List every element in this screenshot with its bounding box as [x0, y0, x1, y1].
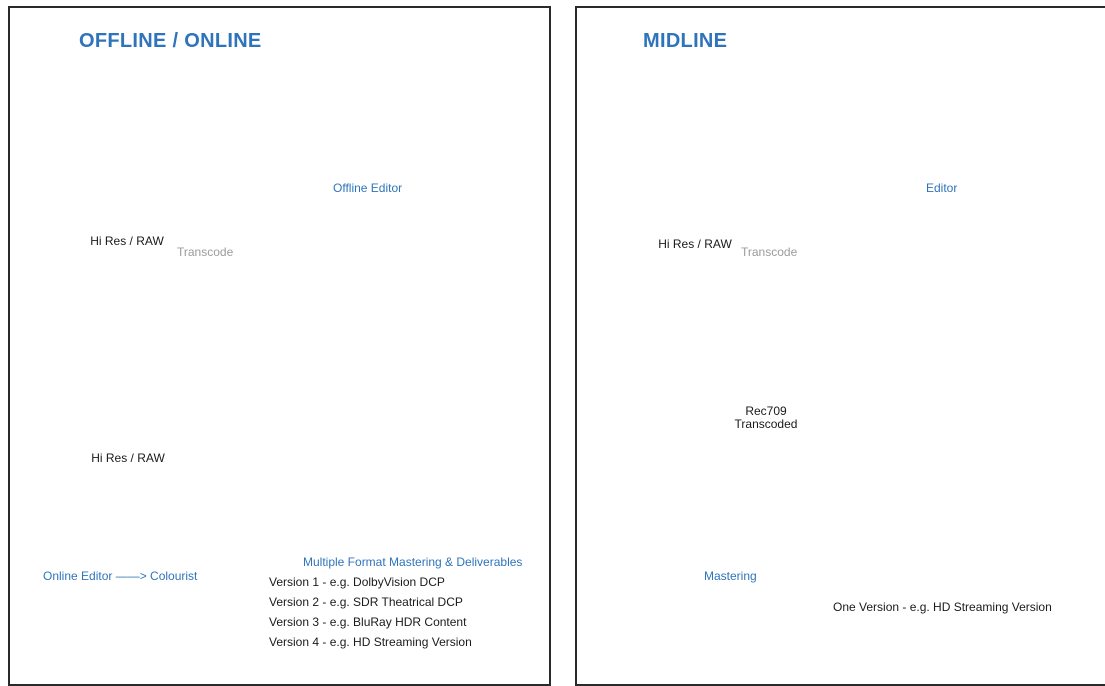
transcode-label: Transcode: [177, 245, 234, 259]
online-storage-label: Hi Res / RAW: [91, 451, 165, 465]
midline-title: MIDLINE: [643, 30, 728, 52]
online-editor-colourist-label: Online Editor ——> Colourist: [43, 569, 198, 583]
offline-online-panel: [8, 6, 551, 686]
midline-transcode-label: Transcode: [741, 245, 798, 259]
version-item: Version 2 - e.g. SDR Theatrical DCP: [269, 595, 463, 609]
rec709-label-line2: Transcoded: [734, 417, 798, 431]
deliverables-heading: Multiple Format Mastering & Deliverables: [303, 555, 523, 569]
mastering-label: Mastering: [704, 569, 757, 583]
version-item: Version 1 - e.g. DolbyVision DCP: [269, 575, 445, 589]
offline-online-title: OFFLINE / ONLINE: [79, 30, 262, 52]
version-list: Version 1 - e.g. DolbyVision DCP Version…: [269, 576, 472, 656]
offline-editor-label: Offline Editor: [333, 181, 403, 195]
midline-storage-label: Hi Res / RAW: [658, 237, 732, 251]
editor-label: Editor: [926, 181, 958, 195]
hires-storage-label: Hi Res / RAW: [90, 234, 164, 248]
midline-panel: [575, 6, 1105, 686]
midline-output-label: One Version - e.g. HD Streaming Version: [833, 600, 1052, 614]
version-item: Version 3 - e.g. BluRay HDR Content: [269, 615, 467, 629]
version-item: Version 4 - e.g. HD Streaming Version: [269, 635, 472, 649]
rec709-storage-label: Rec709 Transcoded: [726, 405, 806, 431]
rec709-label-line1: Rec709: [745, 404, 787, 418]
